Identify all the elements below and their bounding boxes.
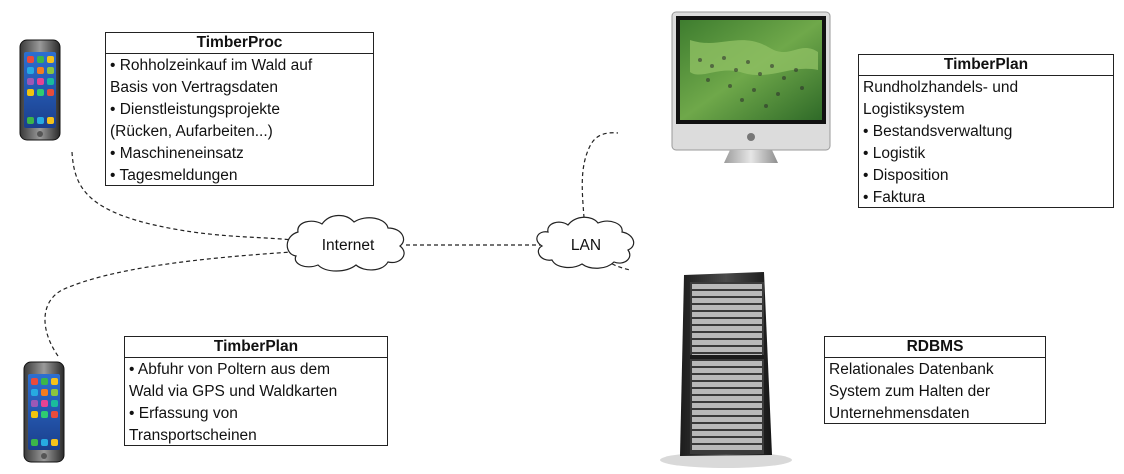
link-lan-desktop [581, 132, 619, 233]
timberproc-line: (Rücken, Aufarbeiten...) [110, 123, 273, 140]
timberplan-desktop-line: • Disposition [863, 167, 949, 184]
desktop-monitor-icon [671, 11, 831, 163]
timberplan-desktop-line: Logistiksystem [863, 101, 965, 118]
timberplan-desktop-title: TimberPlan [859, 55, 1113, 76]
timberproc-line: • Rohholzeinkauf im Wald auf [110, 57, 313, 74]
timberproc-title: TimberProc [106, 33, 373, 54]
internet-label: Internet [322, 237, 375, 254]
rdbms-box: RDBMS Relationales Datenbank System zum … [824, 336, 1046, 424]
timberplan-mobile-box: TimberPlan • Abfuhr von Poltern aus dem … [124, 336, 388, 446]
timberproc-line: Basis von Vertragsdaten [110, 79, 279, 96]
smartphone-icon-top [19, 39, 61, 141]
rdbms-title: RDBMS [825, 337, 1045, 358]
timberproc-line: • Dienstleistungsprojekte [110, 101, 280, 118]
timberplan-desktop-line: • Logistik [863, 145, 926, 162]
timberplan-mobile-line: • Abfuhr von Poltern aus dem [129, 361, 331, 378]
timberplan-mobile-line: Transportscheinen [129, 427, 257, 444]
lan-label: LAN [571, 237, 601, 254]
timberplan-mobile-title: TimberPlan [125, 337, 387, 358]
rdbms-line: Unternehmensdaten [829, 405, 970, 422]
timberplan-desktop-line: Rundholzhandels- und [863, 79, 1019, 96]
rdbms-line: System zum Halten der [829, 383, 991, 400]
timberproc-line: • Maschineneinsatz [110, 145, 244, 162]
link-phone1-internet [71, 151, 295, 241]
rdbms-line: Relationales Datenbank [829, 361, 994, 378]
link-phone2-internet [44, 251, 293, 357]
timberplan-desktop-box: TimberPlan Rundholzhandels- und Logistik… [858, 54, 1114, 208]
timberplan-mobile-line: Wald via GPS und Waldkarten [129, 383, 338, 400]
internet-cloud [286, 214, 405, 272]
server-rack-icon [660, 272, 792, 468]
timberproc-line: • Tagesmeldungen [110, 167, 238, 184]
timberplan-desktop-line: • Bestandsverwaltung [863, 123, 1013, 140]
lan-cloud [536, 216, 635, 269]
timberproc-box: TimberProc • Rohholzeinkauf im Wald auf … [105, 32, 374, 186]
smartphone-icon-bottom [23, 361, 65, 463]
timberplan-mobile-line: • Erfassung von [129, 405, 238, 422]
timberplan-desktop-line: • Faktura [863, 189, 926, 206]
